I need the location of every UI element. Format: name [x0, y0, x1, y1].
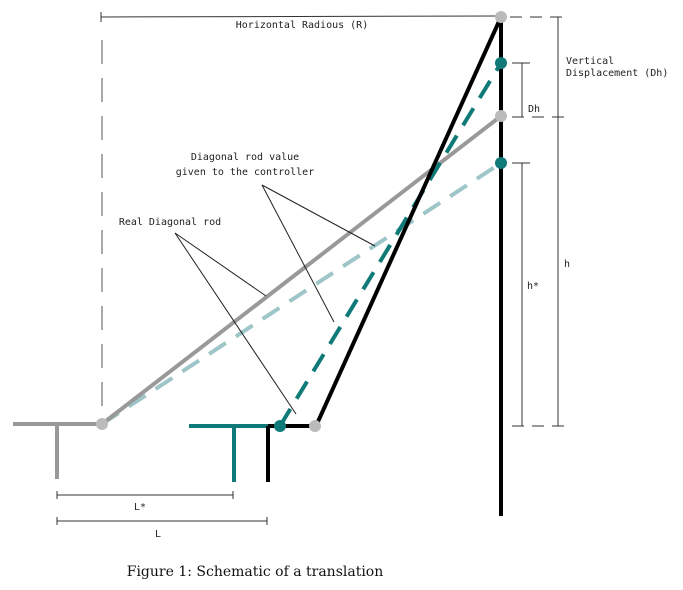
joint-teal-mid: [495, 157, 507, 169]
controller-rod-label-line2: given to the controller: [176, 167, 314, 178]
leader-real-2: [174, 232, 297, 415]
l-label: L: [155, 529, 161, 540]
dh-label: Dh: [528, 104, 540, 115]
joint-gray-left: [96, 418, 108, 430]
joint-gray-top: [495, 11, 507, 23]
horizontal-radius-line: [100, 15, 501, 18]
h-label: h: [564, 259, 570, 270]
l-star-label: L*: [134, 502, 146, 513]
leader-controller-1: [261, 184, 376, 247]
joint-teal-top: [495, 57, 507, 69]
h-star-label: h*: [527, 281, 539, 292]
black-diagonal-rod: [314, 16, 503, 427]
vertical-displacement-label-line2: Displacement (Dh): [566, 68, 668, 79]
controller-rod-label-line1: Diagonal rod value: [191, 152, 299, 163]
teal-dashed-rod: [278, 61, 503, 428]
real-rod-label: Real Diagonal rod: [119, 217, 221, 228]
real-diagonal-rod: [100, 114, 503, 426]
figure-caption: Figure 1: Schematic of a translation: [127, 564, 384, 580]
joint-gray-mid: [495, 110, 507, 122]
controller-diagonal-rod: [100, 161, 503, 426]
horizontal-radius-label: Horizontal Radious (R): [236, 20, 368, 31]
leader-controller-2: [261, 184, 335, 323]
leader-real-1: [174, 232, 267, 297]
vertical-displacement-label-line1: Vertical: [566, 56, 614, 67]
joint-teal-bottom: [274, 420, 286, 432]
joint-gray-bottom: [309, 420, 321, 432]
